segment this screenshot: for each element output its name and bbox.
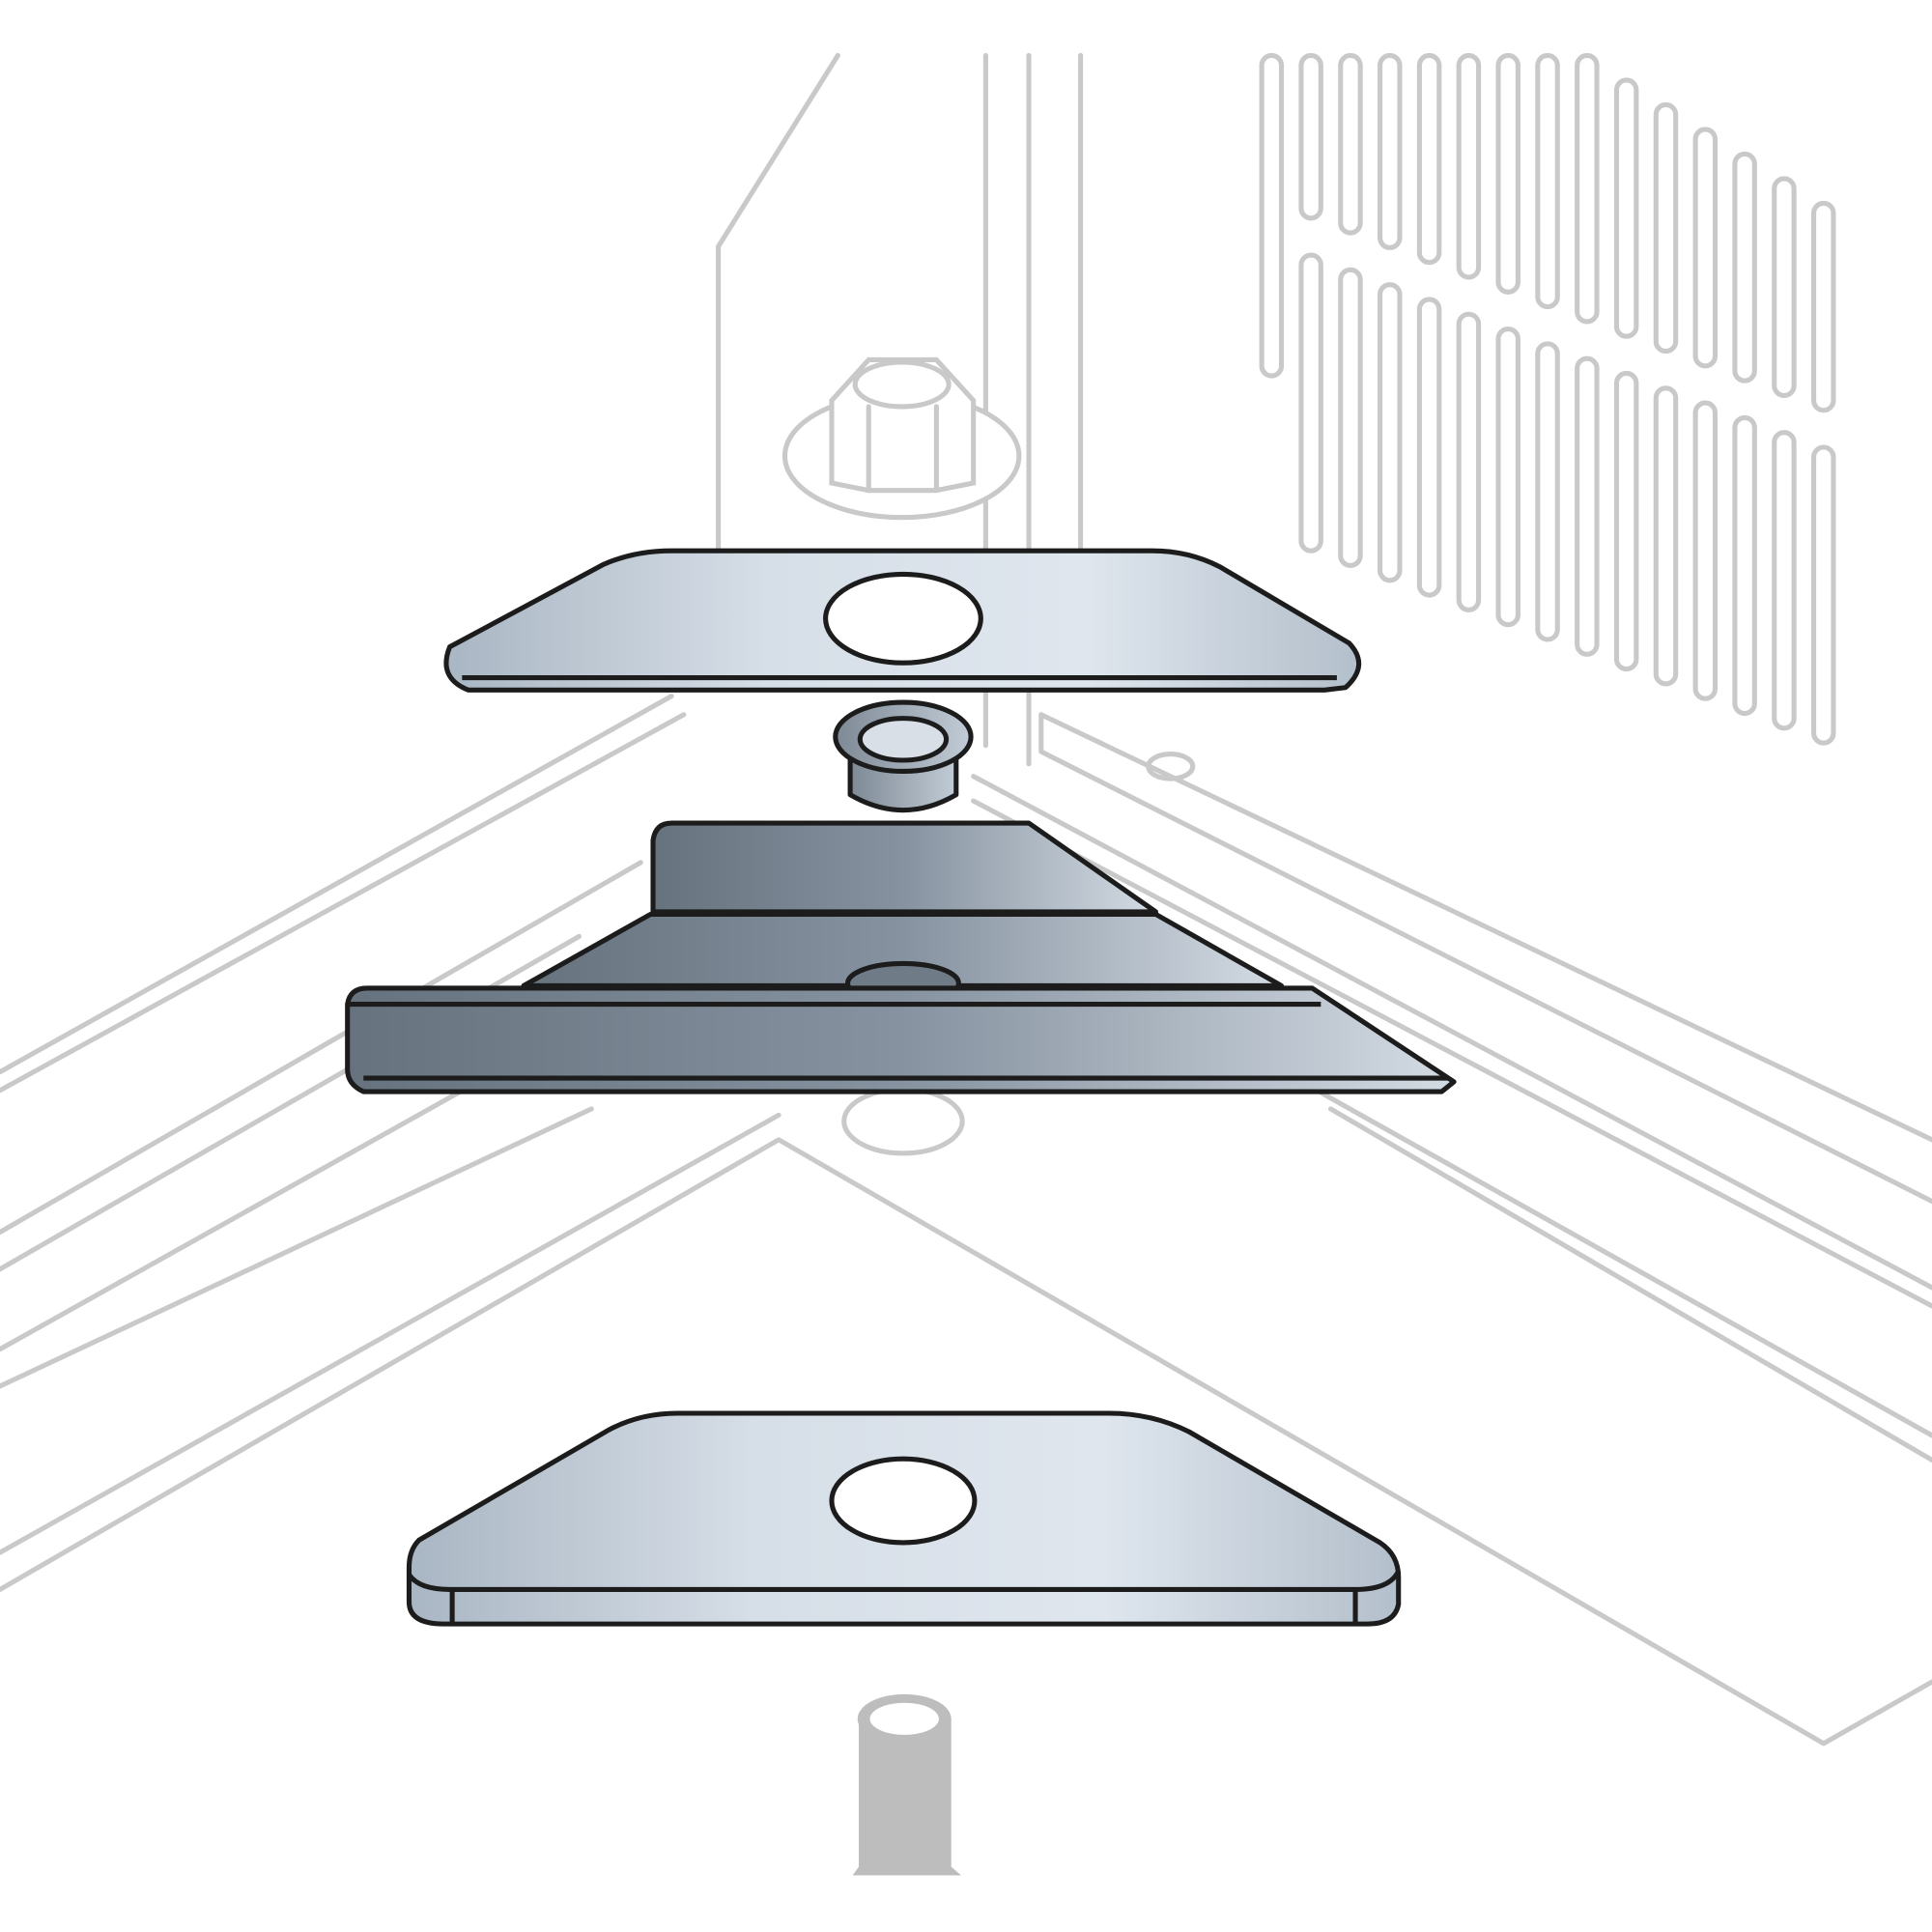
vent-slot — [1732, 151, 1757, 384]
vent-slot — [1298, 252, 1323, 554]
vent-slot — [1772, 430, 1797, 731]
vent-slot — [1732, 414, 1757, 717]
enclosure-context — [0, 52, 1932, 1747]
vent-slot — [1338, 267, 1363, 569]
vent-slot — [1653, 385, 1679, 687]
vent-slot — [1535, 52, 1560, 310]
grommet — [833, 699, 974, 813]
vent-slot — [1692, 127, 1719, 369]
vent-slot — [1378, 282, 1403, 583]
vent-slot — [1653, 101, 1679, 355]
vent-slot — [1613, 370, 1639, 672]
vent-slot — [1811, 444, 1836, 746]
vent-slot — [1338, 52, 1363, 236]
vent-slot — [1456, 311, 1482, 612]
vent-slot — [1456, 52, 1482, 280]
vent-slot — [1535, 341, 1560, 642]
vent-slot — [1259, 52, 1285, 379]
vent-slot — [1416, 52, 1442, 266]
vent-slot — [1772, 176, 1797, 398]
vent-slot — [1495, 327, 1520, 628]
vent-slot — [1495, 52, 1520, 295]
bolt — [852, 1693, 961, 1876]
vent-slots — [1259, 52, 1836, 746]
vent-slot — [1378, 52, 1403, 250]
vent-slot — [1416, 297, 1442, 598]
vent-slot — [1811, 200, 1836, 413]
vent-slot — [1575, 355, 1600, 657]
bottom-plate — [406, 1410, 1402, 1627]
vent-slot — [1298, 52, 1323, 221]
hex-nut-icon — [781, 356, 1022, 521]
bracket — [345, 820, 1457, 1094]
top-plate — [443, 548, 1362, 693]
vent-slot — [1692, 400, 1719, 701]
vent-slot — [1613, 77, 1639, 339]
mounting-hole — [841, 1087, 965, 1156]
vent-slot — [1575, 52, 1600, 325]
